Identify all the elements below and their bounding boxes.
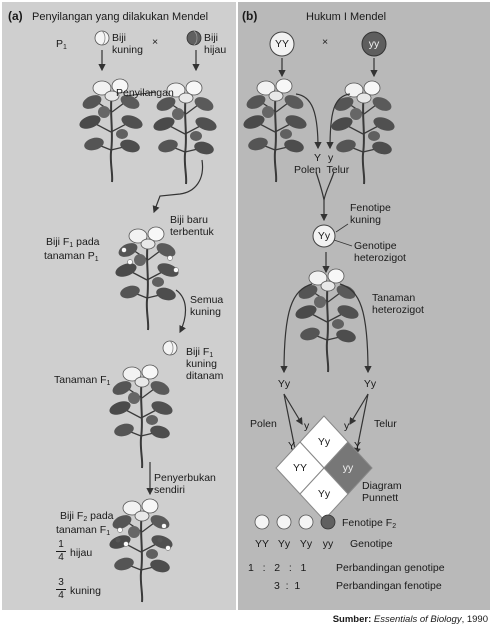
panel-b-arrows bbox=[278, 58, 378, 456]
gamete-Y: Y bbox=[314, 152, 322, 164]
pollen-egg-label: Polen Telur bbox=[294, 164, 350, 176]
f1-yellow-seed-icon bbox=[162, 340, 178, 356]
ratio-phenotype-nums: 3 : 1 bbox=[274, 580, 301, 592]
panel-b-tag: (b) bbox=[242, 9, 258, 23]
panel-a-tag: (a) bbox=[8, 9, 23, 23]
f1-yellow-planted-label-2: kuning ditanam bbox=[186, 358, 224, 382]
source-citation: Sumber: Essentials of Biology, 1990 bbox=[332, 614, 488, 625]
punnett-gamete-Y-right: Y bbox=[354, 440, 362, 452]
cross-sign-b: × bbox=[322, 36, 329, 48]
punnett-gamete-y-top-left: y bbox=[304, 420, 310, 432]
yy-right-label: Yy bbox=[363, 378, 377, 390]
punnett-square bbox=[275, 415, 373, 521]
f2-phenotype-seeds bbox=[254, 514, 336, 530]
f2-green-seed-dots bbox=[115, 537, 163, 543]
phenotype-yellow-label: Fenotipe kuning bbox=[350, 202, 391, 226]
phenotype-f2-label: Fenotipe F2 bbox=[342, 517, 397, 530]
cross-label: Penyilangan bbox=[116, 87, 174, 99]
punnett-gamete-Y-left: Y bbox=[288, 440, 296, 452]
panel-a-arrows bbox=[98, 50, 204, 496]
genotype-cell-4: yy bbox=[322, 538, 334, 550]
f1-seed-on-p1-label: Biji F1 pada bbox=[46, 236, 100, 249]
f1-seed-dots bbox=[117, 247, 179, 551]
self-pollination-label: Penyerbukan sendiri bbox=[154, 472, 216, 496]
plant-f1 bbox=[106, 364, 176, 469]
genotype-het-label: Genotipe heterozigot bbox=[354, 240, 406, 264]
yellow-seed-icon bbox=[94, 30, 110, 46]
yellow-seed-label: Biji kuning bbox=[112, 32, 143, 56]
cross-line bbox=[125, 91, 157, 97]
yy-dominant-label: YY bbox=[274, 38, 290, 50]
plant-f2-seeds bbox=[106, 498, 176, 603]
punnett-cell-left: YY bbox=[292, 462, 308, 474]
pollen-label: Polen bbox=[250, 418, 277, 430]
gamete-y: y bbox=[328, 152, 334, 164]
ratio-genotype-nums: 1 : 2 : 1 bbox=[248, 562, 307, 574]
genotype-label: Genotipe bbox=[350, 538, 393, 550]
cross-sign-a: × bbox=[152, 36, 159, 48]
f1-seed-on-p1-label-2: tanaman P1 bbox=[44, 250, 99, 263]
annotation-leaders bbox=[333, 223, 353, 247]
yy-dominant-seed bbox=[269, 31, 295, 57]
het-plant-label: Tanaman heterozigot bbox=[372, 292, 424, 316]
hybrid-label: Yy bbox=[317, 230, 331, 242]
f2-seed-label-2: tanaman F1 bbox=[56, 524, 111, 537]
egg-label: Telur bbox=[374, 418, 397, 430]
yy-left-label: Yy bbox=[277, 378, 291, 390]
panel-a-title: Penyilangan yang dilakukan Mendel bbox=[32, 11, 209, 23]
punnett-gamete-y-top-right: y bbox=[344, 420, 350, 432]
plant-f1-seeds bbox=[112, 226, 182, 331]
punnett-cell-right: yy bbox=[342, 462, 354, 474]
p1-label: P1 bbox=[56, 38, 67, 51]
f1-plant-label: Tanaman F1 bbox=[54, 374, 111, 387]
ratio-phenotype-label: Perbandingan fenotipe bbox=[336, 580, 442, 592]
panel-b-title: Hukum I Mendel bbox=[306, 11, 387, 23]
genotype-cell-3: Yy bbox=[299, 538, 313, 550]
punnett-cell-top: Yy bbox=[317, 436, 331, 448]
green-seed-label: Biji hijau bbox=[204, 32, 227, 56]
all-yellow-label: Semua kuning bbox=[190, 294, 224, 318]
new-seed-label: Biji baru terbentuk bbox=[170, 214, 214, 238]
punnett-cell-bottom: Yy bbox=[317, 488, 331, 500]
plant-heterozygous bbox=[292, 268, 362, 373]
green-seed-icon bbox=[186, 30, 202, 46]
ratio-genotype-label: Perbandingan genotipe bbox=[336, 562, 445, 574]
genotype-cell-2: Yy bbox=[277, 538, 291, 550]
green-ratio-label: hijau bbox=[70, 547, 93, 559]
yy-recessive-seed bbox=[361, 31, 387, 57]
diagram-punnett-label: Diagram Punnett bbox=[362, 480, 402, 504]
hybrid-seed bbox=[312, 224, 336, 248]
genotype-cell-1: YY bbox=[254, 538, 270, 550]
f2-seed-label: Biji F2 pada bbox=[60, 510, 114, 523]
f1-yellow-planted-label: Biji F1 bbox=[186, 346, 214, 359]
yy-recessive-label: yy bbox=[368, 38, 380, 50]
yellow-ratio-label: kuning bbox=[70, 585, 101, 597]
